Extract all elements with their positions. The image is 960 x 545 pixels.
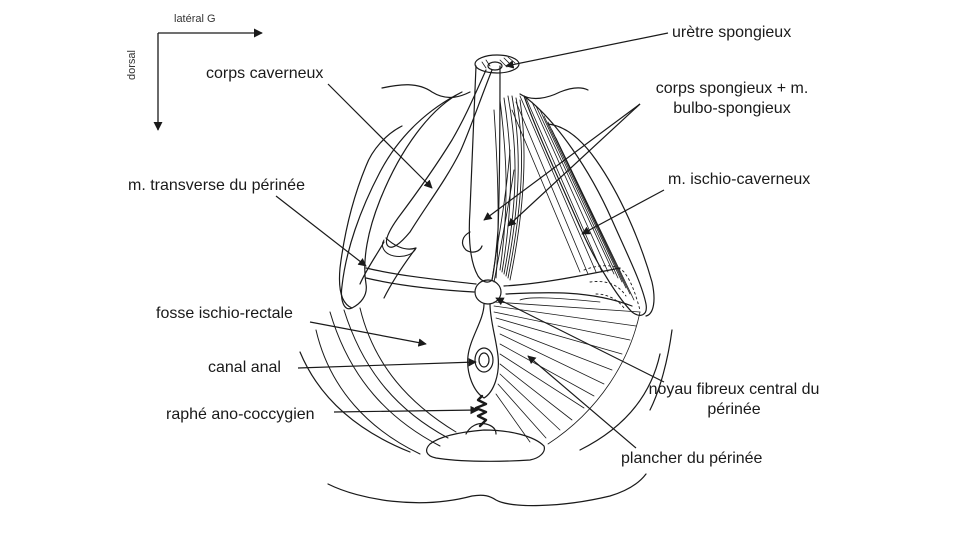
pelvic-floor-right <box>493 297 641 445</box>
left-crus-stump <box>381 239 417 257</box>
label-corps-spongieux-line1: corps spongieux + m. <box>655 80 809 97</box>
transverse-perineal-muscle <box>365 267 633 307</box>
arrow-corps-spongieux-2 <box>507 103 641 227</box>
lateral-label: latéral G <box>174 13 216 25</box>
label-canal-anal: canal anal <box>208 359 281 376</box>
coccyx <box>426 429 545 462</box>
label-plancher-perinee: plancher du périnée <box>621 450 763 467</box>
anal-canal-lumen <box>474 347 494 373</box>
label-corps-spongieux-line2: bulbo-spongieux <box>673 100 791 117</box>
arrow-ischio-caverneux <box>581 189 665 235</box>
left-ramus-outer <box>338 125 403 309</box>
leader-arrows <box>275 32 669 449</box>
right-ramus-outer <box>547 123 655 317</box>
left-bulb-segment <box>461 231 483 253</box>
right-ischiopubic-ramus <box>523 95 647 316</box>
ischiocavernosus-fibres <box>511 95 635 301</box>
label-corps-caverneux: corps caverneux <box>206 65 324 82</box>
urethra-lumen <box>487 61 503 71</box>
pubic-contour <box>381 84 471 99</box>
arrow-corps-caverneux <box>327 83 433 189</box>
dorsal-label: dorsal <box>126 50 138 80</box>
anal-canal-inner <box>478 352 490 368</box>
label-transverse-perinee: m. transverse du périnée <box>128 177 305 194</box>
bulbospongiosus-fibres <box>491 95 525 283</box>
label-fosse-ischio-rectale: fosse ischio-rectale <box>156 305 293 322</box>
arrow-noyau <box>495 297 665 383</box>
pelvic-floor-left <box>315 307 457 455</box>
label-noyau-fibreux: noyau fibreux central du périnée <box>632 380 836 420</box>
anatomy-drawing <box>299 54 673 507</box>
pubic-contour-right <box>519 87 589 100</box>
orientation-axes <box>153 28 263 131</box>
urethra-opening <box>474 54 520 74</box>
ischiocavernosus-stipple-zone <box>583 265 641 311</box>
label-noyau-fibreux-line1: noyau fibreux central du <box>648 381 820 398</box>
coccyx-tip <box>465 422 497 435</box>
right-outer-curve <box>579 329 673 451</box>
anococcygeal-raphe <box>474 394 488 428</box>
arrow-raphe <box>333 405 479 415</box>
label-ischio-caverneux: m. ischio-caverneux <box>668 171 811 188</box>
arrow-corps-spongieux-1 <box>483 103 641 221</box>
arrow-canal-anal <box>297 358 477 369</box>
buttock-contour <box>327 473 647 507</box>
anal-canal-outline <box>467 303 499 399</box>
label-corps-spongieux: corps spongieux + m. bulbo-spongieux <box>644 79 820 119</box>
arrow-transverse <box>275 195 367 267</box>
label-noyau-fibreux-line2: périnée <box>707 401 761 418</box>
urethral-shaft <box>468 65 501 283</box>
perineal-body <box>474 279 502 305</box>
label-raphe-ano-coccygien: raphé ano-coccygien <box>166 406 315 423</box>
label-uretre-spongieux: urètre spongieux <box>672 24 792 41</box>
arrow-uretre <box>505 32 669 69</box>
arrow-plancher <box>527 355 637 449</box>
left-ischiopubic-ramus <box>340 91 463 310</box>
arrow-fosse <box>309 321 427 347</box>
left-corpus-cavernosum <box>385 69 493 248</box>
